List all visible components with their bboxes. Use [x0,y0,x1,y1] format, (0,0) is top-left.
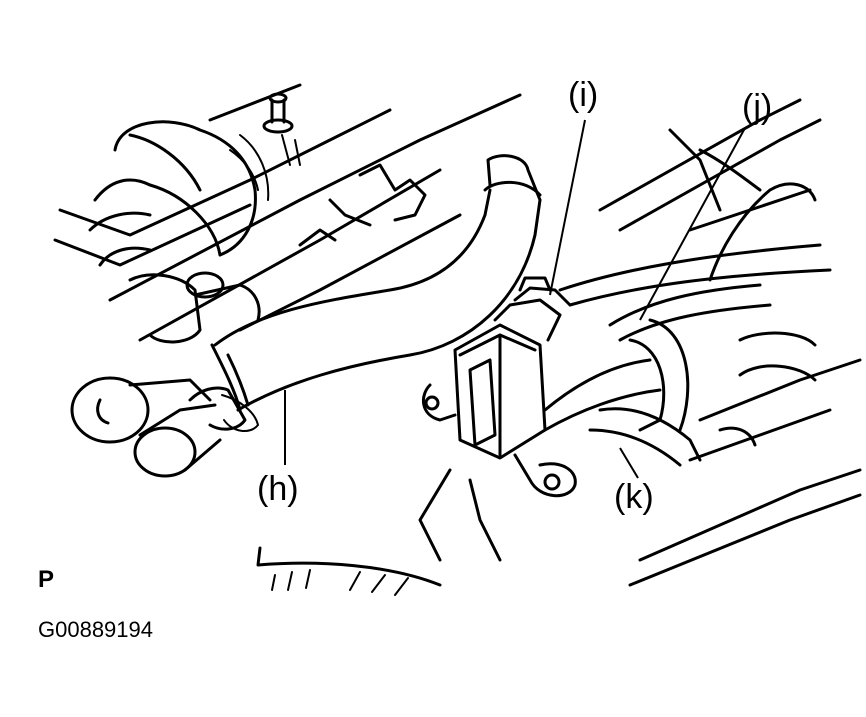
leader-k [619,447,639,479]
figure-code: G00889194 [38,617,153,642]
vacuum-switching-valve [421,276,662,498]
lower-component-outline [256,546,442,596]
air-intake-boot [88,120,270,267]
callout-j-label: (j) [742,88,773,126]
callout-i-label: (i) [568,76,599,114]
view-marker: P [38,566,55,593]
hose-h [188,154,542,432]
callout-h-label: (h) [257,470,299,508]
center-bracket [298,163,427,247]
leader-lines [284,119,746,479]
lower-left-fittings [70,271,261,478]
leader-j [639,127,746,321]
vacuum-hoses [558,128,832,467]
mounting-stud [262,92,301,166]
callout-k-label: (k) [614,478,654,516]
leader-i [549,119,586,296]
